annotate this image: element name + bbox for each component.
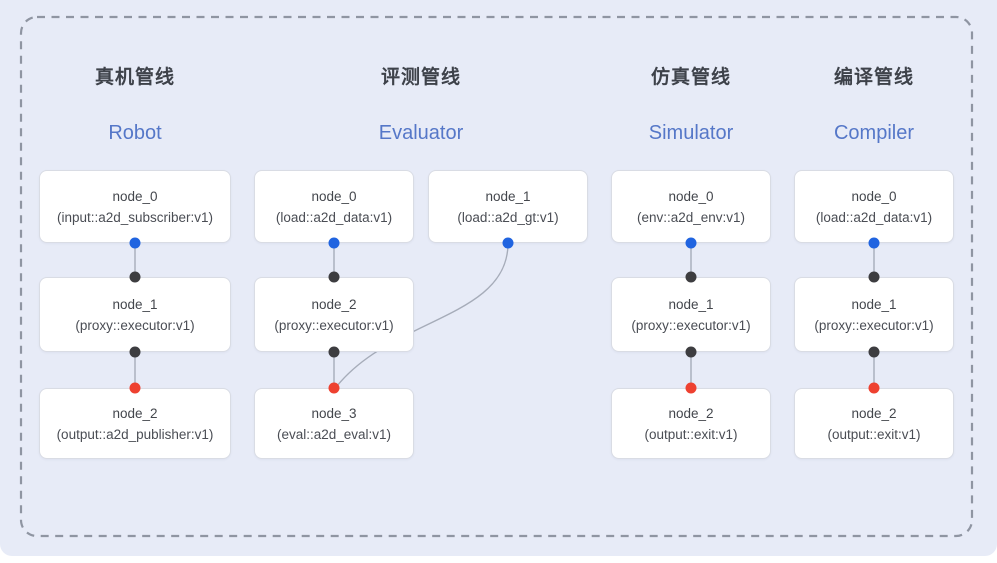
node-box-evaluator-1: node_1 (load::a2d_gt:v1)	[428, 170, 588, 243]
node-name: node_3	[311, 405, 357, 421]
node-name: node_0	[311, 188, 357, 204]
node-box-robot-1: node_1 (proxy::executor:v1)	[39, 277, 231, 352]
pipeline-title-robot-zh: 真机管线	[94, 67, 175, 88]
node-type: (proxy::executor:v1)	[814, 317, 934, 333]
node-box-robot-2: node_2 (output::a2d_publisher:v1)	[39, 388, 231, 459]
node-type: (eval::a2d_eval:v1)	[276, 426, 392, 442]
node-box-robot-0: node_0 (input::a2d_subscriber:v1)	[39, 170, 231, 243]
node-name: node_2	[851, 405, 897, 421]
node-type: (output::exit:v1)	[644, 426, 738, 442]
node-type: (proxy::executor:v1)	[75, 317, 195, 333]
node-box-simulator-2: node_2 (output::exit:v1)	[611, 388, 771, 459]
node-box-simulator-1: node_1 (proxy::executor:v1)	[611, 277, 771, 352]
node-type: (load::a2d_data:v1)	[815, 209, 933, 225]
node-type: (load::a2d_data:v1)	[275, 209, 393, 225]
pipeline-title-simulator-zh: 仿真管线	[650, 67, 731, 88]
node-name: node_1	[112, 296, 158, 312]
pipeline-title-evaluator-zh: 评测管线	[380, 67, 461, 88]
node-box-evaluator-3: node_3 (eval::a2d_eval:v1)	[254, 388, 414, 459]
node-box-compiler-2: node_2 (output::exit:v1)	[794, 388, 954, 459]
pipeline-title-evaluator-en: Evaluator	[378, 122, 464, 144]
node-box-evaluator-2: node_2 (proxy::executor:v1)	[254, 277, 414, 352]
node-type: (output::a2d_publisher:v1)	[56, 426, 214, 442]
pipeline-title-compiler-zh: 编译管线	[833, 67, 914, 88]
node-box-simulator-0: node_0 (env::a2d_env:v1)	[611, 170, 771, 243]
node-name: node_1	[851, 296, 897, 312]
node-box-compiler-0: node_0 (load::a2d_data:v1)	[794, 170, 954, 243]
node-type: (input::a2d_subscriber:v1)	[56, 209, 214, 225]
node-type: (proxy::executor:v1)	[631, 317, 751, 333]
node-type: (load::a2d_gt:v1)	[457, 209, 559, 225]
node-box-evaluator-0: node_0 (load::a2d_data:v1)	[254, 170, 414, 243]
node-name: node_1	[668, 296, 714, 312]
node-type: (env::a2d_env:v1)	[636, 209, 746, 225]
node-name: node_0	[851, 188, 897, 204]
pipeline-title-robot-en: Robot	[108, 122, 162, 144]
node-name: node_0	[112, 188, 158, 204]
node-name: node_1	[485, 188, 531, 204]
node-name: node_0	[668, 188, 714, 204]
node-box-compiler-1: node_1 (proxy::executor:v1)	[794, 277, 954, 352]
node-name: node_2	[668, 405, 714, 421]
node-name: node_2	[311, 296, 357, 312]
node-name: node_2	[112, 405, 158, 421]
node-type: (output::exit:v1)	[827, 426, 921, 442]
node-type: (proxy::executor:v1)	[274, 317, 394, 333]
pipeline-title-compiler-en: Compiler	[833, 122, 915, 144]
pipeline-title-simulator-en: Simulator	[648, 122, 734, 144]
